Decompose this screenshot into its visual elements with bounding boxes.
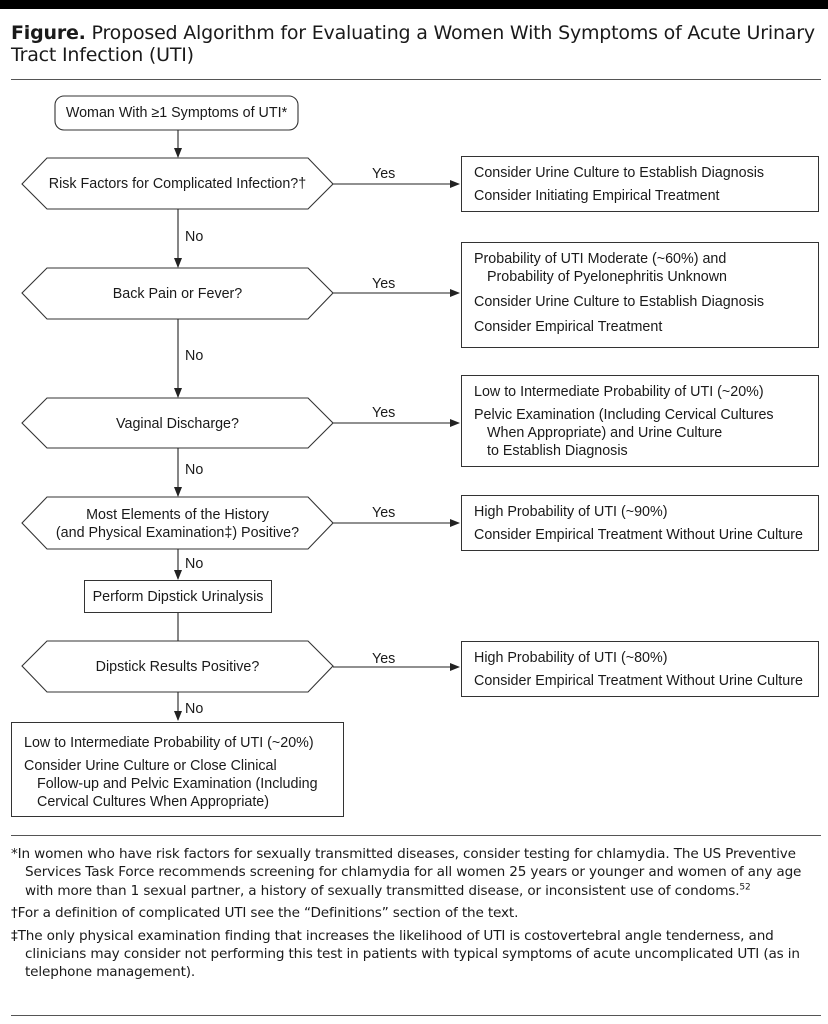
outcome-1-line-2: Consider Initiating Empirical Treatment: [474, 188, 720, 204]
decision-shape-5: [21, 640, 334, 693]
figure-title: Figure. Proposed Algorithm for Evaluatin…: [11, 22, 821, 66]
outcome-5: High Probability of UTI (~80%) Consider …: [461, 641, 819, 697]
outcome-4-line-2: Consider Empirical Treatment Without Uri…: [474, 527, 803, 543]
final-line-2: Consider Urine Culture or Close Clinical: [24, 758, 277, 774]
outcome-3: Low to Intermediate Probability of UTI (…: [461, 375, 819, 467]
final-line-3: Follow-up and Pelvic Examination (Includ…: [37, 776, 318, 792]
outcome-2-line-4: Consider Empirical Treatment: [474, 319, 663, 335]
decision-4-line-1: Most Elements of the History: [86, 507, 269, 523]
outcome-2-line-2: Probability of Pyelonephritis Unknown: [487, 269, 727, 285]
outcome-3-line-2: Pelvic Examination (Including Cervical C…: [474, 407, 774, 423]
decision-3-line: Vaginal Discharge?: [116, 416, 239, 432]
decision-2-line: Back Pain or Fever?: [112, 286, 243, 302]
yes-label-1: Yes: [372, 166, 396, 182]
yes-label-2: Yes: [372, 276, 396, 292]
decision-4: Most Elements of the History (and Physic…: [22, 506, 333, 542]
no-label-2: No: [185, 348, 204, 364]
flowchart: [21, 95, 460, 721]
bottom-rule: [11, 1015, 821, 1016]
final-outcome: Low to Intermediate Probability of UTI (…: [11, 722, 344, 817]
figure-title-text: Proposed Algorithm for Evaluating a Wome…: [11, 22, 815, 66]
decision-5-line: Dipstick Results Positive?: [95, 659, 260, 675]
outcome-3-line-1: Low to Intermediate Probability of UTI (…: [474, 384, 764, 400]
outcome-3-line-4: to Establish Diagnosis: [487, 443, 628, 459]
decision-5: Dipstick Results Positive?: [22, 658, 333, 676]
footnote-double-dagger: ‡The only physical examination finding t…: [11, 927, 800, 981]
outcome-5-line-2: Consider Empirical Treatment Without Uri…: [474, 673, 803, 689]
start-node: Woman With ≥1 Symptoms of UTI*: [65, 105, 288, 121]
no-label-4: No: [185, 556, 204, 572]
start-node-shape: [54, 95, 299, 131]
final-line-4: Cervical Cultures When Appropriate): [37, 794, 270, 810]
decision-1-line: Risk Factors for Complicated Infection?†: [48, 176, 307, 192]
outcome-1-line-1: Consider Urine Culture to Establish Diag…: [474, 165, 765, 181]
no-label-3: No: [185, 462, 204, 478]
decision-3: Vaginal Discharge?: [22, 415, 333, 433]
yes-label-5: Yes: [372, 651, 396, 667]
outcome-2-line-3: Consider Urine Culture to Establish Diag…: [474, 294, 765, 310]
top-rule: [0, 0, 828, 9]
outcome-2: Probability of UTI Moderate (~60%) and P…: [461, 242, 819, 348]
outcome-5-line-1: High Probability of UTI (~80%): [474, 650, 668, 666]
footnote-dagger: †For a definition of complicated UTI see…: [11, 905, 519, 922]
outcome-1: Consider Urine Culture to Establish Diag…: [461, 156, 819, 212]
process-dipstick: Perform Dipstick Urinalysis: [84, 580, 272, 613]
figure-label: Figure.: [11, 22, 86, 44]
no-label-1: No: [185, 229, 204, 245]
footnote-asterisk-text: *In women who have risk factors for sexu…: [11, 846, 802, 899]
footnote-rule: [11, 835, 821, 836]
no-label-5: No: [185, 701, 204, 717]
process-dipstick-label: Perform Dipstick Urinalysis: [92, 589, 264, 605]
final-line-1: Low to Intermediate Probability of UTI (…: [24, 735, 314, 751]
outcome-2-line-1: Probability of UTI Moderate (~60%) and: [474, 251, 727, 267]
decision-2: Back Pain or Fever?: [22, 285, 333, 303]
title-rule: [11, 79, 821, 80]
footnote-reference: 52: [739, 882, 751, 893]
outcome-4: High Probability of UTI (~90%) Consider …: [461, 495, 819, 551]
footnote-asterisk: *In women who have risk factors for sexu…: [11, 845, 823, 900]
outcome-4-line-1: High Probability of UTI (~90%): [474, 504, 668, 520]
footnotes: *In women who have risk factors for sexu…: [11, 845, 823, 986]
decision-1: Risk Factors for Complicated Infection?†: [22, 175, 333, 193]
yes-label-3: Yes: [372, 405, 396, 421]
decision-4-line-2: (and Physical Examination‡) Positive?: [55, 525, 300, 541]
yes-label-4: Yes: [372, 505, 396, 521]
outcome-3-line-3: When Appropriate) and Urine Culture: [487, 425, 723, 441]
